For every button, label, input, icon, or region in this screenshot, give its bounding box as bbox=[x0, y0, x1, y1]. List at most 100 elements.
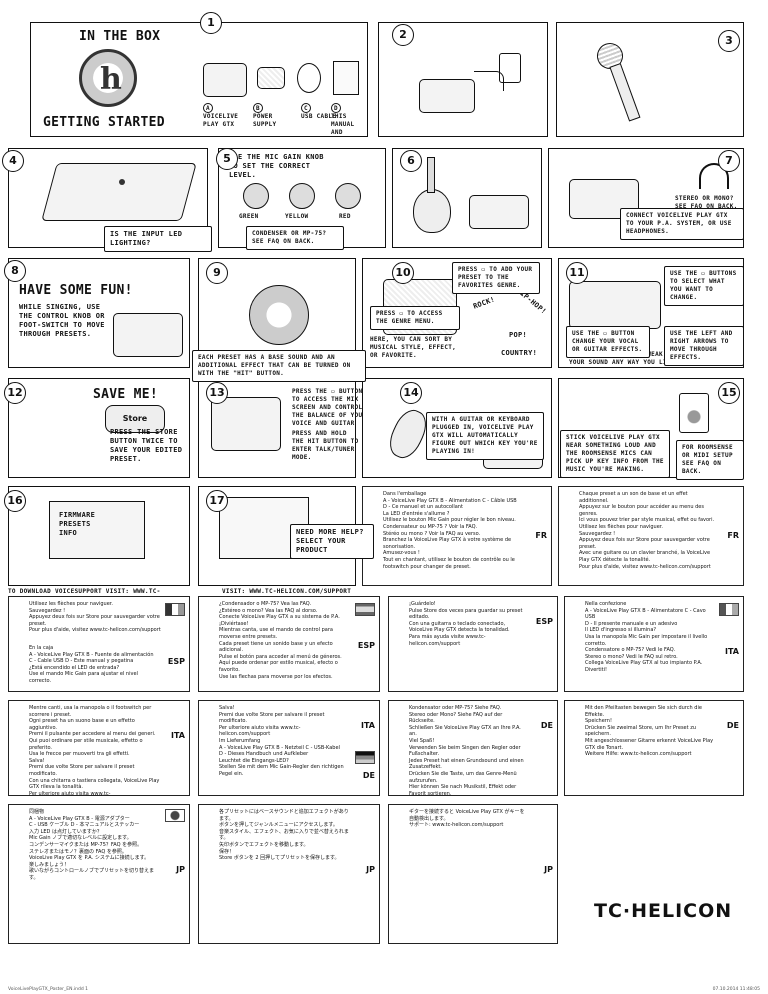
led-label-green: Green bbox=[239, 213, 259, 220]
power-cable bbox=[474, 71, 504, 91]
save-heading: Save me! bbox=[93, 387, 159, 402]
lang-jp-a: 同梱物 A - VoiceLive Play GTX B - 電源アダプター C… bbox=[8, 804, 190, 944]
genre-menu-caption: Press ▭ to access the genre menu. bbox=[370, 306, 460, 330]
store-button: Store bbox=[105, 405, 165, 433]
brand-logo: TC·HELICON bbox=[594, 900, 733, 922]
step-number-5: 5 bbox=[216, 148, 238, 170]
guitar-icon bbox=[413, 189, 451, 233]
step-number-10: 10 bbox=[392, 262, 414, 284]
flag-fr-icon bbox=[165, 603, 185, 616]
favorites-caption: Press ▭ to add your preset to the favori… bbox=[452, 262, 540, 294]
input-led-icon bbox=[119, 179, 125, 185]
device-with-power bbox=[419, 79, 475, 113]
input-led-question: Is the input LED lighting? bbox=[104, 226, 212, 252]
de-text-b: Mit den Pfeiltasten bewegen Sie sich dur… bbox=[585, 705, 714, 758]
roomsense-faq: For RoomSense or MIDI setup see FAQ on b… bbox=[676, 440, 744, 480]
jp-text-b: 各プリセットにはベースサウンドと追加エフェクトがあります。 ボタンを押してジャン… bbox=[219, 809, 349, 862]
esp-text-a: Utilisez les flèches pour naviguer. Sauv… bbox=[29, 601, 161, 634]
hit-button-caption: Each preset has a base sound and an addi… bbox=[192, 350, 366, 382]
esp-text-c: ¿Condensador o MP-75? Vea las FAQ. ¿Esté… bbox=[219, 601, 342, 680]
mic-gain-caption: Use the Mic Gain knob to set the correct… bbox=[229, 153, 324, 179]
getting-started-heading: Getting started bbox=[43, 115, 165, 130]
lang-de-b: Mit den Pfeiltasten bewegen Sie sich dur… bbox=[564, 700, 744, 796]
lang-jp-b: 各プリセットにはベースサウンドと追加エフェクトがあります。 ボタンを押してジャン… bbox=[198, 804, 380, 944]
device-mix bbox=[211, 397, 281, 451]
lang-fr-esp-left: Utilisez les flèches pour naviguer. Sauv… bbox=[8, 596, 190, 692]
lang-tag-ita-a: ITA bbox=[724, 647, 739, 656]
lang-ita-a: Nella confezione A - VoiceLive Play GTX … bbox=[564, 596, 744, 692]
power-supply-illustration bbox=[257, 67, 285, 89]
control-knob-icon bbox=[249, 285, 309, 345]
step-number-2: 2 bbox=[392, 24, 414, 46]
ita-text-a: Nella confezione A - VoiceLive Play GTX … bbox=[585, 601, 708, 673]
flag-esp-icon bbox=[355, 603, 375, 616]
effect-button-caption: Use the ▭ button change your vocal or gu… bbox=[566, 326, 650, 358]
speaker-icon bbox=[679, 393, 709, 433]
lang-tag-de-b: DE bbox=[540, 721, 553, 730]
h-logo-icon: h bbox=[100, 62, 122, 97]
panel-8-have-fun: Have some fun! While singing, use the co… bbox=[8, 258, 190, 368]
panel-2-power bbox=[378, 22, 548, 137]
key-detect-caption: With a guitar or keyboard plugged in, Vo… bbox=[426, 412, 544, 460]
step-number-14: 14 bbox=[400, 382, 422, 404]
lang-jp-c: ギターを接続すると VoiceLive Play GTX がキーを自動検出します… bbox=[388, 804, 558, 944]
panel-6-guitar bbox=[392, 148, 542, 248]
panel-16-firmware: Firmware presets info bbox=[8, 486, 190, 586]
step-number-15: 15 bbox=[718, 382, 740, 404]
usb-cable-illustration bbox=[297, 63, 321, 93]
panel-1-in-the-box: In the box h Getting started A VoiceLive… bbox=[30, 22, 368, 137]
select-buttons-caption: Use the ▭ buttons to select what you wan… bbox=[664, 266, 744, 306]
support-url: Visit: www.tc-helicon.com/support bbox=[222, 588, 352, 595]
ita-de-text: Salva! Premi due volte Store per salvare… bbox=[219, 705, 344, 777]
wall-outlet-icon bbox=[499, 53, 521, 83]
have-fun-heading: Have some fun! bbox=[19, 283, 133, 298]
lang-esp-middle: ¿Condensador o MP-75? Vea las FAQ. ¿Esté… bbox=[198, 596, 380, 692]
lang-tag-esp-b: ESP bbox=[357, 641, 375, 650]
lang-tag-de-a: DE bbox=[362, 771, 375, 780]
step-number-6: 6 bbox=[400, 150, 422, 172]
connect-pa-caption: Connect VoiceLive Play GTX to your P.A. … bbox=[620, 208, 744, 240]
lang-tag-fr-2: FR bbox=[727, 531, 739, 540]
step-number-9: 9 bbox=[206, 262, 228, 284]
led-label-yellow: Yellow bbox=[285, 213, 309, 220]
microphone-body bbox=[609, 62, 641, 122]
roomsense-caption: Stick VoiceLive Play GTX near something … bbox=[560, 430, 670, 478]
rock-label: Rock! bbox=[472, 295, 497, 311]
box-item-c: C USB Cable bbox=[301, 103, 337, 120]
step-number-4: 4 bbox=[2, 150, 24, 172]
lang-tag-ita-b: ITA bbox=[170, 731, 185, 740]
footer-timestamp: 07.10.2014 11:48:05 bbox=[712, 987, 760, 992]
pop-label: Pop! bbox=[509, 331, 528, 339]
step-number-16: 16 bbox=[4, 490, 26, 512]
esp-text-d: ¡Guárdelo! Pulse Store dos veces para gu… bbox=[409, 601, 523, 647]
lang-tag-jp-b: JP bbox=[366, 865, 375, 874]
lang-tag-esp-a: ESP bbox=[167, 657, 185, 666]
lang-tag-esp-c: ESP bbox=[535, 617, 553, 626]
fr-text-2: Chaque preset a un son de base et un eff… bbox=[579, 491, 715, 570]
device-top-view bbox=[41, 163, 197, 221]
manual-illustration bbox=[333, 61, 359, 95]
footer-file: VoiceLivePlayGTX_Poster_EN.indd 1 bbox=[8, 987, 88, 992]
box-item-a: A VoiceLive Play GTX bbox=[203, 103, 239, 128]
step-number-12: 12 bbox=[4, 382, 26, 404]
laptop-icon bbox=[49, 501, 145, 559]
jp-text-a: 同梱物 A - VoiceLive Play GTX B - 電源アダプター C… bbox=[29, 809, 155, 881]
lang-ita-de: Salva! Premi due volte Store per salvare… bbox=[198, 700, 380, 796]
lang-esp-right: ESP ¡Guárdelo! Pulse Store dos veces par… bbox=[388, 596, 558, 692]
flag-ita-icon bbox=[719, 603, 739, 616]
step-number-3: 3 bbox=[718, 30, 740, 52]
lang-tag-fr: FR bbox=[535, 531, 547, 540]
help-caption: Need more help? Select your product bbox=[290, 524, 374, 559]
stereo-mono-note: Stereo or mono? See FAQ on back. bbox=[675, 195, 738, 210]
device-illustration bbox=[203, 63, 247, 97]
knob-green-icon bbox=[243, 183, 269, 209]
step-number-13: 13 bbox=[206, 382, 228, 404]
panel-3-microphone bbox=[556, 22, 744, 137]
fr-text: Dans l'emballage A - VoiceLive Play GTX … bbox=[383, 491, 517, 570]
box-item-d: D This manual and sticker bbox=[331, 103, 355, 136]
headphones-icon bbox=[699, 163, 729, 189]
lang-tag-jp-c: JP bbox=[544, 865, 553, 874]
step-number-8: 8 bbox=[4, 260, 26, 282]
box-item-b: B Power supply bbox=[253, 103, 277, 128]
